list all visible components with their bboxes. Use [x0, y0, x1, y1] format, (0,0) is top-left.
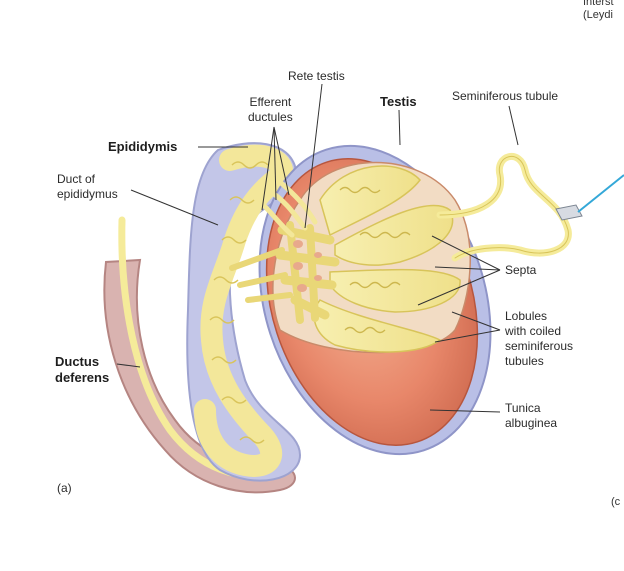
lobule-coil-texture [339, 186, 411, 334]
label-septa: Septa [505, 263, 537, 277]
leader-lines [116, 83, 519, 413]
label-efferent-ductules: Efferent ductules [248, 95, 293, 124]
label-seminiferous-tubule: Seminiferous tubule [452, 89, 559, 103]
lobule-4 [313, 299, 442, 353]
label-lobules: Lobules with coiled seminiferous tubules [505, 309, 574, 368]
duct-of-epididymis-coil [194, 144, 294, 477]
duct-of-epididymis-texture [209, 161, 269, 444]
label-duct-of-epididymus: Duct of epididymus [57, 172, 118, 201]
rete-testis [229, 221, 340, 324]
label-tunica-albuginea: Tunica albuginea [505, 401, 558, 430]
lobule-2 [334, 204, 454, 266]
panel-letter-a: (a) [57, 481, 72, 495]
rete-holes [293, 240, 322, 292]
seminiferous-tubule-outline [439, 155, 569, 259]
label-ductus-deferens: Ductus deferens [55, 354, 110, 385]
cut-off-label-top-2: (Leydi [583, 9, 613, 21]
ductus-deferens-tube [103, 258, 296, 494]
label-rete-testis: Rete testis [288, 69, 345, 83]
lobule-1 [319, 165, 421, 237]
cut-off-label-top-1: Interst [583, 0, 614, 8]
label-epididymis: Epididymis [108, 139, 178, 154]
cut-off-label-right: (c [611, 496, 621, 508]
efferent-ductules [255, 179, 318, 238]
label-testis: Testis [380, 94, 417, 109]
zoom-pointer-line [577, 174, 624, 213]
section-plane-marker [555, 204, 583, 221]
